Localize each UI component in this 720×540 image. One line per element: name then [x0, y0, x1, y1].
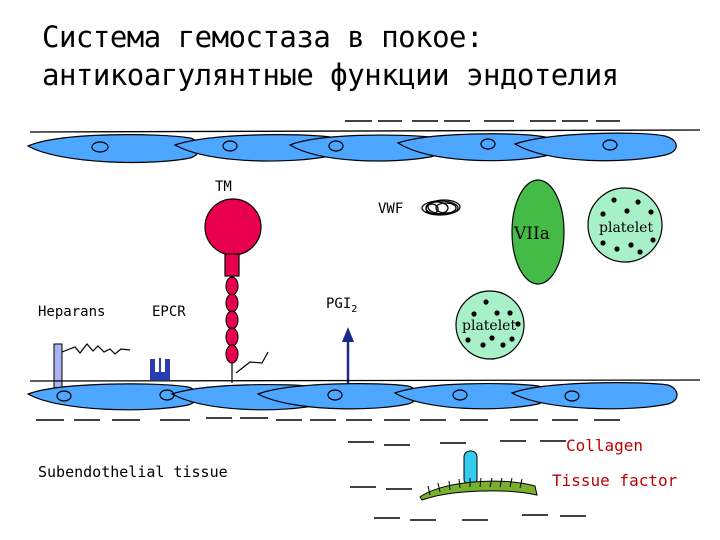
subendothelial-label: Subendothelial tissue — [38, 463, 228, 481]
basement-dashes — [36, 417, 620, 521]
title-line-1: Система гемостаза в покое: — [42, 20, 483, 54]
platelet-mid-label: platelet — [462, 318, 516, 334]
title-line-2: антикоагулянтные функции эндотелия — [42, 58, 619, 92]
platelet-middle: platelet — [455, 290, 525, 360]
collagen-label: Collagen — [566, 436, 643, 455]
endothelial-cell — [513, 132, 677, 162]
endothelial-cell — [510, 382, 678, 410]
heparans-label: Heparans — [38, 304, 105, 320]
vwf-label: VWF — [378, 201, 403, 217]
viia-label: VIIa — [513, 224, 550, 244]
epcr: EPCR — [150, 304, 186, 380]
pgi-label: PGI2 — [326, 296, 357, 315]
vwf-coil — [421, 199, 461, 216]
tissue-factor-molecule — [419, 450, 538, 501]
platelet-top: platelet — [587, 187, 663, 263]
tm-head — [204, 198, 262, 256]
endothelial-cell — [26, 383, 198, 411]
thrombomodulin: TM — [204, 179, 269, 383]
tm-label: TM — [215, 179, 232, 195]
endothelial-layer-bottom — [26, 382, 678, 411]
endothelial-layer-top — [26, 132, 677, 164]
pgi2: PGI2 — [326, 296, 357, 386]
epcr-label: EPCR — [152, 304, 186, 320]
endothelial-cell — [26, 134, 200, 164]
heparans: Heparans — [38, 304, 131, 393]
vwf: VWF — [378, 199, 461, 217]
platelet-top-label: platelet — [599, 220, 653, 236]
tissue-factor-label: Tissue factor — [552, 471, 678, 490]
factor-viia: VIIa — [511, 179, 565, 285]
